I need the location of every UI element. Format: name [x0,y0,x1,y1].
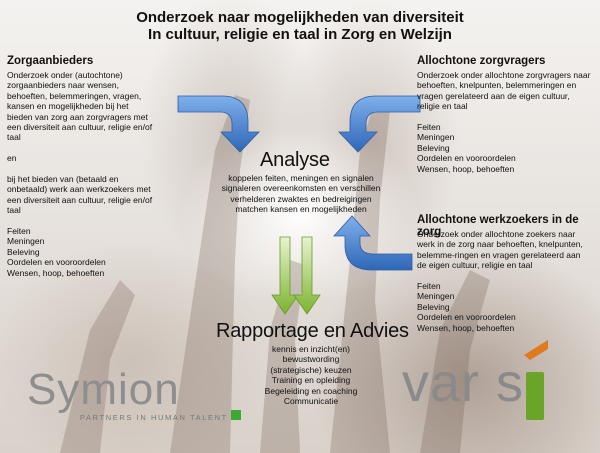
blue-arrow-right-top [338,95,421,153]
symion-logo: Symion [27,365,180,414]
blue-arrow-left [177,95,260,153]
analyse-heading: Analyse [260,149,330,171]
varis-logo: var s [402,353,525,413]
rapportage-heading: Rapportage en Advies [216,320,409,342]
slide-title-line2: In cultuur, religie en taal in Zorg en W… [148,26,452,43]
zorgaanbieders-text: Onderzoek onder (autochtone) zorgaanbied… [7,70,153,278]
symion-tagline: PARTNERS IN HUMAN TALENT [80,413,228,422]
slide-title-line1: Onderzoek naar mogelijkheden van diversi… [136,9,464,26]
zorgvragers-text: Onderzoek onder allochtone zorgvragers n… [417,70,591,174]
werkzoekers-text: Onderzoek onder allochtone zoekers naar … [417,229,583,333]
analyse-text: koppelen feiten, meningen en signalen si… [221,173,381,215]
zorgvragers-heading: Allochtone zorgvragers [417,55,546,67]
symion-square-icon [231,410,241,420]
green-arrow-left [271,236,299,315]
blue-arrow-right-bottom [333,215,413,271]
green-arrow-right [293,236,321,315]
rapportage-text: kennis en inzicht(en) bewustwording (str… [264,344,358,407]
background-photo-silhouettes [60,95,490,453]
varis-i-icon [524,340,548,420]
werkzoekers-heading: Allochtone werkzoekers in de zorg [417,214,579,238]
zorgaanbieders-heading: Zorgaanbieders [7,55,94,67]
